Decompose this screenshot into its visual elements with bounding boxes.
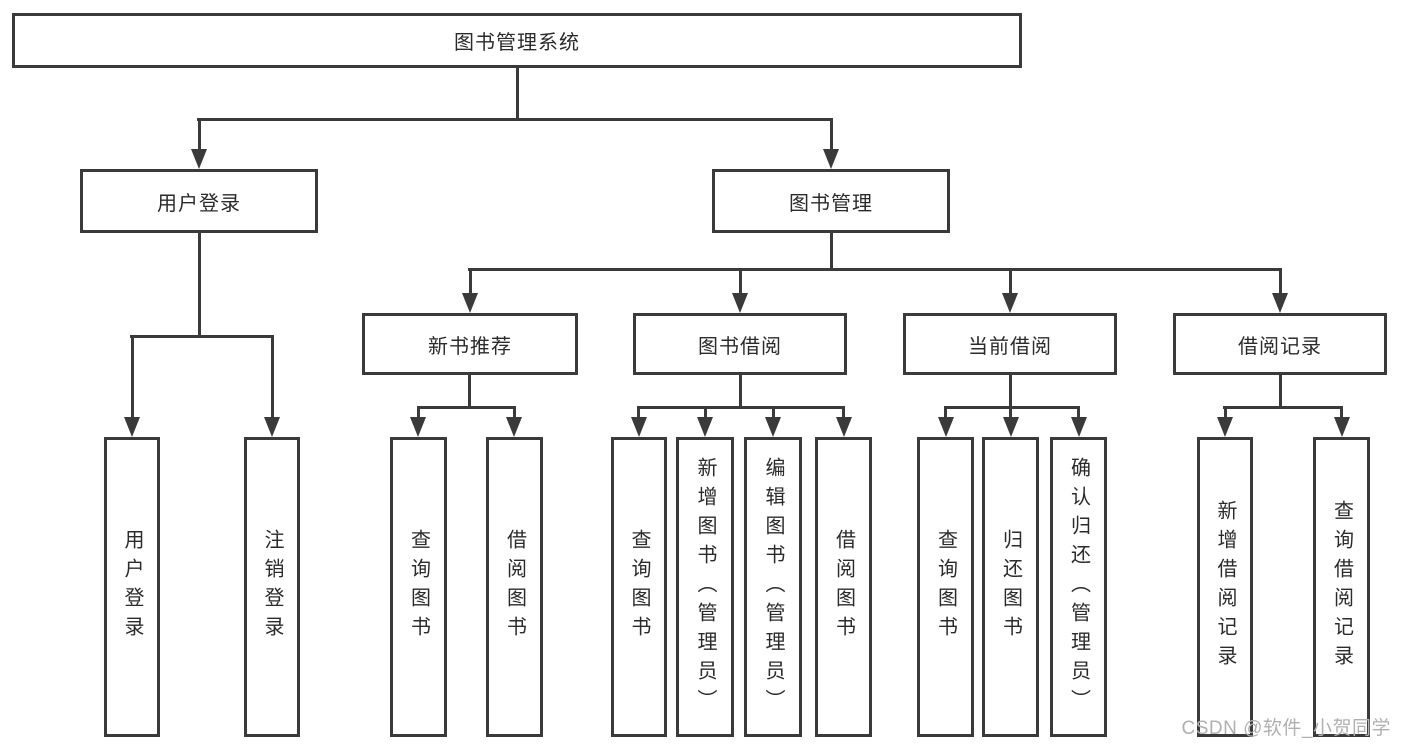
- leaf-query-book-recommend: 查询图书: [390, 437, 447, 737]
- leaf-query-book-borrow: 查询图书: [611, 437, 667, 737]
- leaf-label: 确认归还（管理员）: [1067, 456, 1090, 718]
- node-book-borrow: 图书借阅: [633, 313, 847, 375]
- arrow-down-icon: [124, 417, 140, 437]
- leaf-logout-login: 注销登录: [244, 437, 300, 737]
- leaf-add-borrow-record: 新增借阅记录: [1197, 437, 1253, 737]
- connector-vline: [842, 406, 845, 419]
- leaf-label: 查询图书: [934, 529, 957, 645]
- leaf-user-login: 用户登录: [104, 437, 160, 737]
- leaf-return-book: 归还图书: [982, 437, 1039, 737]
- arrow-down-icon: [765, 417, 781, 437]
- arrow-down-icon: [506, 417, 522, 437]
- connector-vline: [739, 375, 742, 408]
- leaf-label: 借阅图书: [832, 529, 855, 645]
- leaf-label: 注销登录: [261, 529, 283, 645]
- arrow-down-icon: [1334, 417, 1350, 437]
- connector-vline: [1009, 406, 1012, 419]
- connector-vline: [704, 406, 707, 419]
- arrow-down-icon: [191, 149, 207, 169]
- connector-vline: [1279, 268, 1282, 295]
- node-library-system: 图书管理系统: [12, 13, 1022, 68]
- connector-vline: [469, 268, 472, 295]
- arrow-down-icon: [1002, 293, 1018, 313]
- connector-vline: [1279, 375, 1282, 408]
- leaf-query-borrow-record: 查询借阅记录: [1313, 437, 1370, 737]
- node-label: 借阅记录: [1238, 335, 1322, 358]
- leaf-confirm-return-admin: 确认归还（管理员）: [1050, 437, 1107, 737]
- leaf-label: 归还图书: [999, 529, 1022, 645]
- arrow-down-icon: [732, 293, 748, 313]
- leaf-label: 查询图书: [628, 529, 650, 645]
- connector-hline: [417, 406, 516, 409]
- arrow-down-icon: [1003, 417, 1019, 437]
- leaf-edit-book-admin: 编辑图书（管理员）: [744, 437, 802, 737]
- arrow-down-icon: [697, 417, 713, 437]
- connector-vline: [637, 406, 640, 419]
- connector-vline: [468, 375, 471, 408]
- connector-vline: [1224, 406, 1227, 419]
- arrow-down-icon: [1272, 293, 1288, 313]
- connector-hline: [944, 406, 1080, 409]
- arrow-down-icon: [836, 417, 852, 437]
- arrow-down-icon: [823, 149, 839, 169]
- arrow-down-icon: [462, 293, 478, 313]
- connector-vline: [1009, 268, 1012, 295]
- connector-hline: [130, 335, 274, 338]
- connector-hline: [197, 118, 833, 121]
- connector-vline: [830, 118, 833, 151]
- leaf-query-book-current: 查询图书: [917, 437, 974, 737]
- leaf-label: 用户登录: [121, 529, 143, 645]
- connector-hline: [1223, 406, 1343, 409]
- connector-vline: [198, 233, 201, 337]
- arrow-down-icon: [631, 417, 647, 437]
- connector-vline: [830, 233, 833, 270]
- arrow-down-icon: [410, 417, 426, 437]
- arrow-down-icon: [1071, 417, 1087, 437]
- connector-vline: [198, 118, 201, 151]
- connector-vline: [772, 406, 775, 419]
- node-user-login: 用户登录: [80, 169, 318, 233]
- connector-vline: [944, 406, 947, 419]
- connector-vline: [516, 68, 519, 120]
- node-book-management: 图书管理: [712, 169, 950, 233]
- leaf-label: 借阅图书: [503, 529, 526, 645]
- connector-vline: [513, 406, 516, 419]
- arrow-down-icon: [1217, 417, 1233, 437]
- leaf-label: 新增借阅记录: [1214, 500, 1236, 674]
- arrow-down-icon: [938, 417, 954, 437]
- leaf-add-book-admin: 新增图书（管理员）: [676, 437, 734, 737]
- arrow-down-icon: [264, 417, 280, 437]
- node-label: 新书推荐: [428, 335, 512, 358]
- connector-vline: [1340, 406, 1343, 419]
- watermark: CSDN @软件_小贺同学: [1181, 718, 1391, 739]
- node-borrow-records: 借阅记录: [1173, 313, 1387, 375]
- connector-hline: [637, 406, 845, 409]
- leaf-borrow-book-recommend: 借阅图书: [486, 437, 543, 737]
- leaf-borrow-book: 借阅图书: [815, 437, 872, 737]
- leaf-label: 编辑图书（管理员）: [762, 456, 784, 718]
- node-label: 当前借阅: [968, 335, 1052, 358]
- leaf-label: 新增图书（管理员）: [694, 456, 716, 718]
- node-label: 图书管理: [789, 192, 873, 215]
- connector-vline: [417, 406, 420, 419]
- node-label: 用户登录: [157, 192, 241, 215]
- node-label: 图书借阅: [698, 335, 782, 358]
- leaf-label: 查询图书: [407, 529, 430, 645]
- leaf-label: 查询借阅记录: [1330, 500, 1353, 674]
- node-label: 图书管理系统: [454, 32, 580, 54]
- node-current-borrow: 当前借阅: [903, 313, 1117, 375]
- connector-vline: [1077, 406, 1080, 419]
- connector-vline: [1009, 375, 1012, 408]
- connector-vline: [271, 335, 274, 419]
- connector-vline: [131, 335, 134, 419]
- connector-hline: [468, 268, 1282, 271]
- connector-vline: [739, 268, 742, 295]
- node-new-book-recommend: 新书推荐: [362, 313, 578, 375]
